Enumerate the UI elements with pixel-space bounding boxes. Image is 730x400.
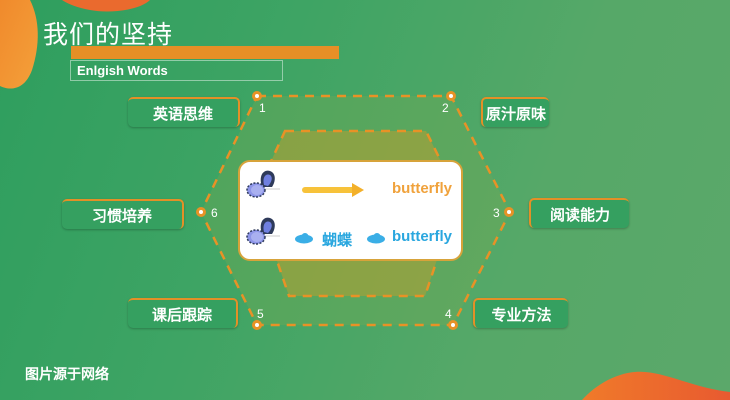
node-dot-4 [448,320,458,330]
node-number-6: 6 [211,206,218,220]
subtitle-box: Enlgish Words [70,60,283,81]
center-card: butterfly 蝴蝶 butterfly [238,160,463,261]
label-habit-building: 习惯培养 [62,199,184,229]
page-title: 我们的坚持 [43,20,174,49]
english-word-blue: butterfly [392,228,452,245]
node-dot-5 [252,320,262,330]
arrow-icon [302,183,364,197]
title-underline-bar [71,46,339,59]
cloud-icon [295,233,313,244]
chinese-word: 蝴蝶 [322,231,353,249]
butterfly-icon [246,170,280,198]
label-english-thinking: 英语思维 [128,97,240,127]
cloud-icon [367,233,385,244]
node-number-3: 3 [493,206,500,220]
node-dot-3 [504,207,514,217]
node-dot-2 [446,91,456,101]
english-word-orange: butterfly [392,180,452,197]
label-authentic: 原汁原味 [481,97,549,127]
node-dot-1 [252,91,262,101]
image-credit: 图片源于网络 [25,367,109,383]
node-number-1: 1 [259,101,266,115]
orange-blob-bottom-right [582,371,730,400]
node-number-2: 2 [442,101,449,115]
node-number-4: 4 [445,307,452,321]
node-dot-6 [196,207,206,217]
label-professional-method: 专业方法 [473,298,568,328]
label-after-class-tracking: 课后跟踪 [128,298,238,328]
orange-blob-top-left [0,0,150,89]
butterfly-icon [246,217,280,245]
node-number-5: 5 [257,307,264,321]
label-reading-ability: 阅读能力 [529,198,629,228]
